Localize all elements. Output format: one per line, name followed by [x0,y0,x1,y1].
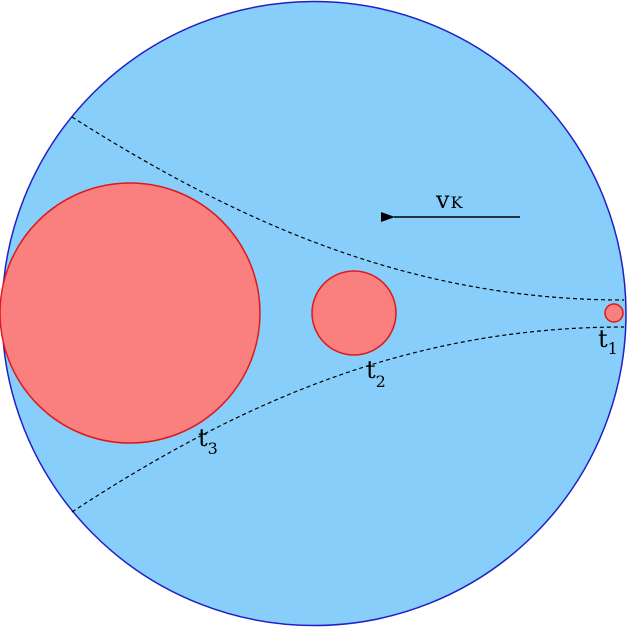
time-label-t1-base: t [598,325,608,353]
bubble-small [604,303,624,323]
time-label-t2-sub: 2 [376,372,386,391]
bubble-medium [311,270,397,356]
time-label-t3-base: t [198,424,208,452]
velocity-label: vK [435,186,464,214]
envelope-lower-dashed-curve [71,326,625,513]
time-label-t2: t2 [366,356,386,391]
velocity-symbol: v [435,186,450,214]
velocity-subscript: K [451,193,464,212]
time-label-t1-sub: 1 [608,339,618,358]
time-label-t1: t1 [598,325,618,358]
time-label-t3-sub: 3 [208,439,218,458]
time-label-t2-base: t [366,356,376,384]
time-label-t3: t3 [198,424,218,458]
envelope-upper-dashed-curve [71,116,625,301]
bubble-large [0,182,261,444]
